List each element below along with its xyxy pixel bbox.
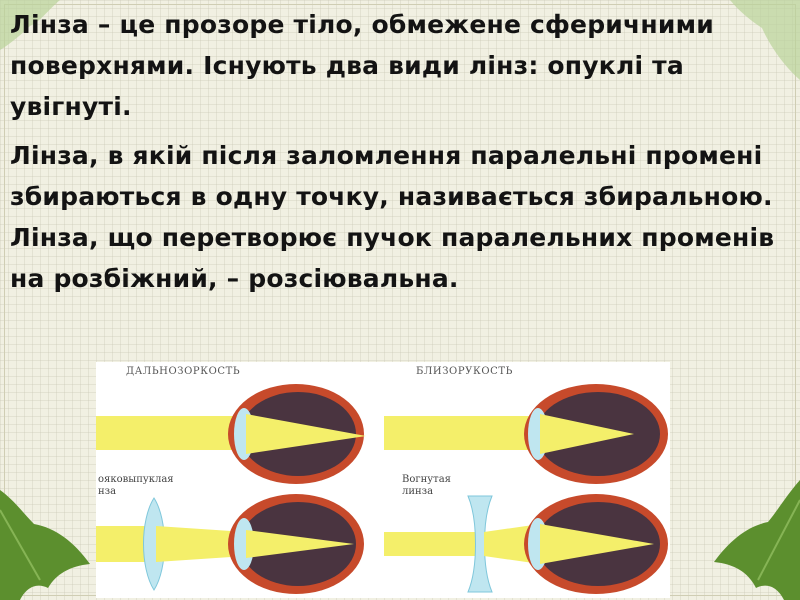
lens-types-paragraph: Лінза, в якій після заломлення паралельн… [10, 141, 775, 293]
leaf-decoration-bottom-right [714, 480, 800, 600]
slide-text: Лінза – це прозоре тіло, обмежене сферич… [10, 4, 790, 299]
eye-lens-figure: ДАЛЬНОЗОРКОСТЬ БЛИЗОРУКОСТЬ ояковыпуклая… [96, 362, 670, 598]
definition-paragraph: Лінза – це прозоре тіло, обмежене сферич… [10, 10, 714, 121]
leaf-decoration-top-right [730, 0, 800, 80]
leaf-decoration-top-left [0, 0, 60, 50]
myopia-corrected-eye-diagram [384, 494, 668, 594]
convex-lens-label: ояковыпуклая нза [98, 474, 174, 497]
convex-lens-icon [143, 497, 165, 591]
concave-lens-label: Вогнутая линза [402, 474, 451, 497]
leaf-decoration-bottom-left [0, 490, 90, 600]
myopia-label: БЛИЗОРУКОСТЬ [416, 366, 513, 377]
hyperopia-eye-diagram [96, 384, 366, 484]
concave-lens-icon [467, 495, 493, 593]
hyperopia-corrected-eye-diagram [96, 494, 364, 594]
hyperopia-label: ДАЛЬНОЗОРКОСТЬ [126, 366, 241, 377]
myopia-eye-diagram [384, 384, 668, 484]
